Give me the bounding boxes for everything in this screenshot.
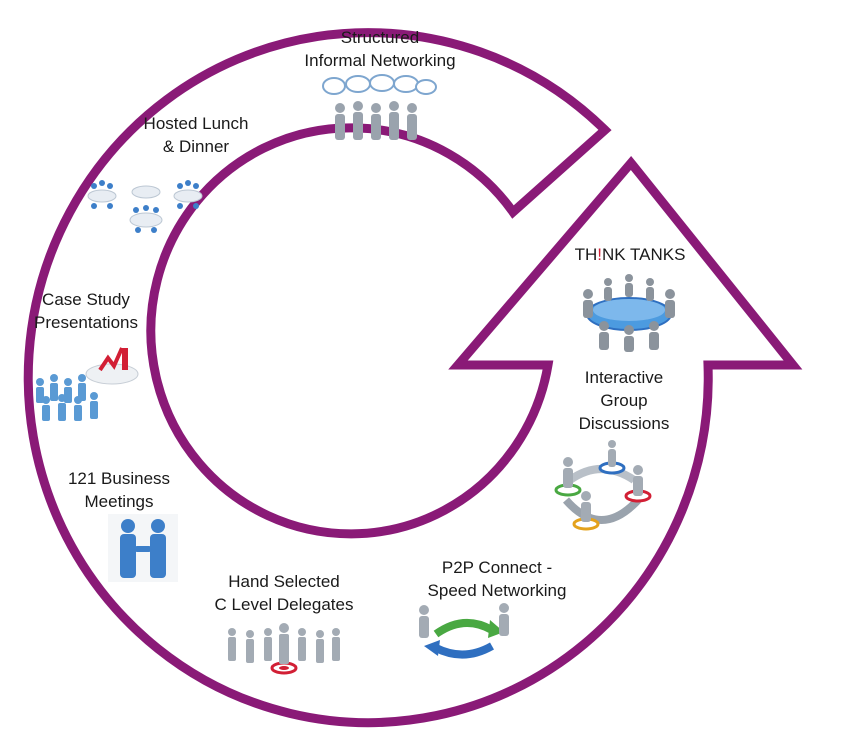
presentation-audience-icon — [36, 347, 139, 421]
target-selection-icon — [228, 623, 340, 675]
exchange-arrows-icon — [419, 603, 509, 659]
handshake-icon — [108, 514, 178, 582]
label-p2p-connect: P2P Connect -Speed Networking — [427, 558, 567, 600]
speech-bubbles-group-icon — [322, 74, 437, 140]
label-hosted-lunch: Hosted Lunch& Dinner — [143, 114, 249, 156]
think-tanks-accent: ! — [597, 245, 602, 264]
group-cycle-icon — [554, 440, 652, 531]
round-table-icon — [583, 274, 675, 352]
label-think-tanks: TH!NK TANKS — [574, 245, 686, 264]
dining-groups-icon — [87, 180, 203, 233]
ring-outline — [23, 28, 803, 728]
